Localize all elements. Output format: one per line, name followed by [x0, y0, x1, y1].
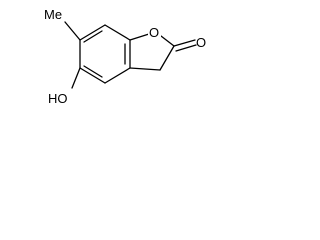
- carbonyl-oxygen-label: O: [196, 35, 206, 50]
- benzene-ring: [79, 24, 131, 84]
- bond-c2-o-carbonyl-double: [175, 44, 197, 52]
- carbonyl-group: [173, 39, 197, 52]
- ring-oxygen-label: O: [149, 25, 159, 40]
- structure-diagram: Me O O HO: [44, 7, 206, 106]
- lactone-ring: [129, 33, 175, 71]
- bond-c6-methyl: [64, 21, 81, 41]
- methyl-label: Me: [44, 7, 62, 22]
- ring-oxygen-bg: [148, 24, 161, 39]
- bond-c7a-o1: [129, 33, 150, 41]
- double-bond-inner-c6-c7: [83, 30, 103, 43]
- bond-c2-o-carbonyl: [173, 39, 196, 47]
- bond-c5-hydroxyl: [71, 67, 81, 89]
- bond-c4-c5: [79, 67, 106, 84]
- double-bond-inner-c4-c5: [83, 65, 103, 78]
- bond-o1-c2: [160, 35, 175, 47]
- bond-c7-c7a: [104, 24, 131, 41]
- bond-c6-c7: [79, 24, 106, 41]
- bond-c2-c3: [159, 45, 175, 71]
- bond-c3a-c4: [104, 67, 131, 84]
- bond-c3-c3a: [129, 67, 161, 71]
- hydroxyl-label: HO: [48, 91, 68, 106]
